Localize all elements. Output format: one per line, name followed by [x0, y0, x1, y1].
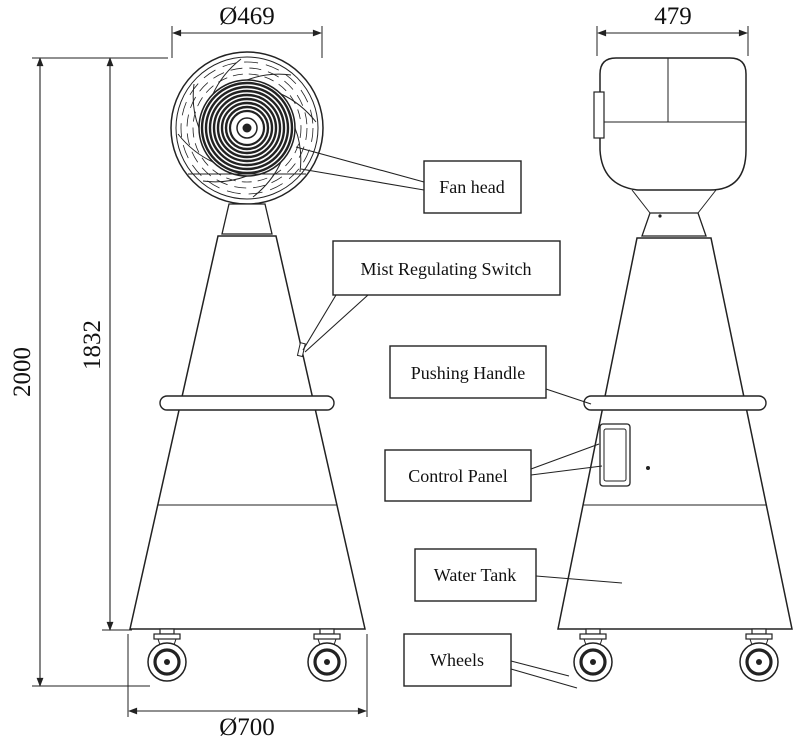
fan-blade-rings [200, 81, 294, 175]
pushing-handle-label: Pushing Handle [411, 363, 526, 383]
callout-control-panel: Control Panel [384, 443, 603, 502]
neck-side [631, 189, 717, 237]
callout-fan-head: Fan head [295, 146, 522, 214]
dim-text-side-width: 479 [654, 3, 692, 30]
handle-ring-side [583, 395, 767, 411]
dim-text-fan-diameter: Ø469 [219, 3, 275, 30]
fan-head-label: Fan head [439, 177, 504, 197]
dim-text-overall-height: 2000 [9, 347, 36, 397]
wheels-label-box [403, 633, 512, 687]
dim-text-base-diameter: Ø700 [219, 714, 275, 740]
cone-body-side [557, 237, 793, 630]
mist-switch-mark [296, 342, 306, 358]
cone-body-front [129, 235, 366, 630]
callout-wheels: Wheels [403, 633, 578, 689]
neck-front [221, 203, 273, 235]
dim-text-body-height: 1832 [79, 320, 106, 370]
front-view [129, 51, 366, 683]
caster-wheel-side-left [572, 627, 614, 683]
dimension-base-diameter: Ø700 [127, 634, 368, 740]
water-tank-label-box [414, 548, 537, 602]
pushing-handle-label-box [389, 345, 547, 399]
side-view [557, 57, 793, 683]
control-panel-unit [599, 423, 650, 487]
water-tank-label: Water Tank [434, 565, 516, 585]
fan-head-front [170, 51, 324, 205]
callout-water-tank: Water Tank [414, 548, 623, 602]
fan-head-side [593, 57, 747, 191]
dimension-body-height: 1832 [79, 57, 132, 631]
fan-guard-mesh [177, 58, 317, 198]
control-panel-label: Control Panel [408, 466, 508, 486]
control-panel-label-box [384, 449, 532, 502]
caster-wheel-side-right [738, 627, 780, 683]
dimension-side-width: 479 [596, 3, 749, 56]
dimension-overall-height: 2000 [9, 57, 168, 687]
handle-ring-front [159, 395, 335, 411]
caster-wheel-front-left [146, 627, 188, 683]
fan-head-label-box [423, 160, 522, 214]
dimension-fan-diameter: Ø469 [171, 3, 323, 58]
wheels-label: Wheels [430, 650, 484, 670]
caster-wheel-front-right [306, 627, 348, 683]
callout-pushing-handle: Pushing Handle [389, 345, 592, 405]
mist-switch-label: Mist Regulating Switch [361, 259, 532, 279]
callout-mist-regulating-switch: Mist Regulating Switch [302, 240, 561, 353]
mist-switch-label-box [332, 240, 561, 296]
